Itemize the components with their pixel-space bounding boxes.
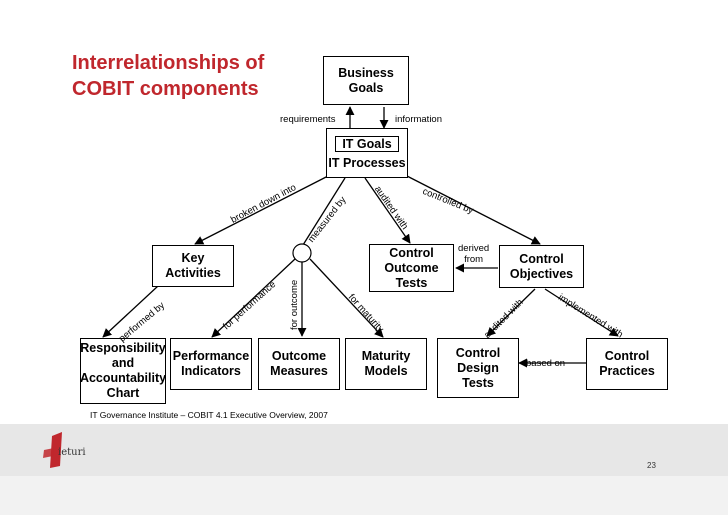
page-number: 23 bbox=[647, 461, 656, 470]
for-outcome-label: for outcome bbox=[289, 279, 300, 330]
requirements-label: requirements bbox=[280, 114, 336, 125]
footer-strip bbox=[0, 476, 728, 515]
performance-indicators-box: Performance Indicators bbox=[170, 338, 252, 390]
control-practices-box: Control Practices bbox=[586, 338, 668, 390]
control-outcome-tests-box: Control Outcome Tests bbox=[369, 244, 454, 292]
source-citation: IT Governance Institute – COBIT 4.1 Exec… bbox=[90, 410, 328, 420]
derived-from-label: derived from bbox=[458, 243, 490, 265]
it-goals-box: IT Goals bbox=[335, 135, 399, 152]
key-activities-box: Key Activities bbox=[152, 245, 234, 287]
based-on-label: based on bbox=[526, 358, 566, 369]
for-performance-arrow bbox=[211, 258, 296, 338]
maturity-models-box: Maturity Models bbox=[345, 338, 427, 390]
title-line-2: COBIT components bbox=[72, 78, 259, 100]
it-box: IT Goals IT Processes bbox=[326, 128, 408, 178]
control-objectives-box: Control Objectives bbox=[499, 245, 584, 288]
audited-with-2-arrow bbox=[486, 288, 536, 337]
title-line-1: Interrelationships of bbox=[72, 52, 265, 74]
footer-band bbox=[0, 424, 728, 476]
performed-by-arrow bbox=[102, 285, 159, 338]
responsibility-chart-box: Responsibility and Accountability Chart bbox=[80, 338, 166, 404]
business-goals-box: Business Goals bbox=[323, 56, 409, 105]
company-logo-text: ieturi bbox=[58, 447, 86, 458]
for-maturity-arrow bbox=[309, 258, 384, 338]
measured-by-line bbox=[302, 177, 346, 246]
information-label: information bbox=[395, 114, 442, 125]
broken-down-into-arrow bbox=[194, 174, 331, 245]
it-processes-label: IT Processes bbox=[328, 155, 406, 170]
slide-title: Interrelationships of COBIT components bbox=[72, 50, 264, 102]
measurement-node bbox=[292, 243, 312, 263]
audited-with-arrow bbox=[364, 177, 411, 244]
outcome-measures-box: Outcome Measures bbox=[258, 338, 340, 390]
company-logo-icon bbox=[43, 432, 62, 468]
implemented-with-arrow bbox=[544, 288, 619, 337]
controlled-by-arrow bbox=[404, 174, 541, 245]
control-design-tests-box: Control Design Tests bbox=[437, 338, 519, 398]
